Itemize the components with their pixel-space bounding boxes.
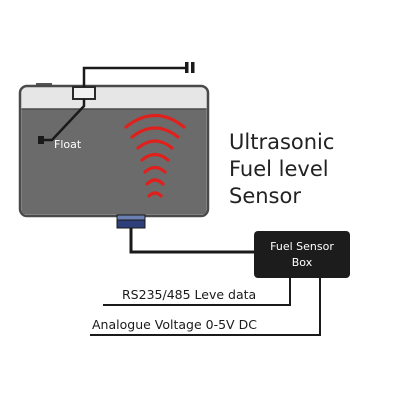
wire-terminal-2 bbox=[191, 62, 195, 73]
sensor-cable bbox=[129, 228, 254, 254]
tank-fuel bbox=[21, 109, 207, 215]
fuel-sensor-box-label-1: Fuel Sensor bbox=[270, 240, 334, 253]
float-weight bbox=[38, 136, 44, 144]
ultrasonic-wave-7 bbox=[147, 191, 163, 198]
float-assembly: Float bbox=[38, 62, 195, 151]
rs-data-wire bbox=[103, 278, 291, 306]
analog-voltage-label: Analogue Voltage 0-5V DC bbox=[92, 317, 257, 332]
title-line-1: Ultrasonic bbox=[229, 130, 334, 154]
float-label: Float bbox=[54, 138, 82, 151]
diagram-title: Ultrasonic Fuel level Sensor bbox=[229, 130, 334, 208]
ultrasonic-wave-5 bbox=[143, 165, 167, 174]
ultrasonic-wave-4 bbox=[140, 152, 170, 162]
fuel-sensor-box: Fuel Sensor Box bbox=[254, 231, 350, 278]
float-wire bbox=[82, 66, 185, 87]
rs-data-label: RS235/485 Leve data bbox=[122, 287, 256, 302]
ultrasonic-wave-3 bbox=[136, 139, 174, 150]
ultrasonic-wave-2 bbox=[130, 126, 180, 139]
title-line-3: Sensor bbox=[229, 184, 301, 208]
float-arm bbox=[41, 99, 86, 142]
analog-voltage-wire bbox=[90, 278, 321, 336]
fuel-tank bbox=[18, 83, 210, 218]
title-line-2: Fuel level bbox=[229, 157, 329, 181]
wire-terminal-1 bbox=[185, 62, 189, 73]
connector-body bbox=[116, 219, 146, 229]
float-housing bbox=[72, 86, 96, 100]
ultrasonic-sensor-connector bbox=[116, 214, 146, 229]
fuel-sensor-box-label-2: Box bbox=[292, 256, 313, 269]
ultrasonic-wave-1 bbox=[124, 114, 186, 129]
ultrasonic-waves bbox=[124, 114, 186, 198]
fuel-sensor-box-body bbox=[254, 231, 350, 278]
ultrasonic-wave-6 bbox=[145, 178, 165, 186]
connector-top bbox=[116, 214, 146, 221]
